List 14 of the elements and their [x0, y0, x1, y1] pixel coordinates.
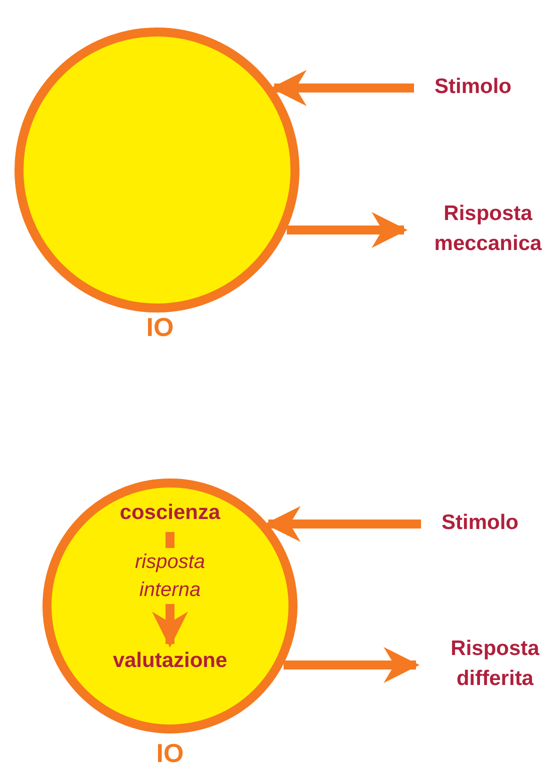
node-caption: IO — [155, 738, 185, 769]
node-caption: IO — [145, 312, 175, 343]
node-label: Stimolo — [434, 74, 512, 100]
circle-shape — [14, 27, 300, 313]
arrow — [270, 70, 414, 106]
node-label: valutazione — [112, 648, 228, 674]
node-label: Risposta differita — [450, 636, 540, 692]
arrow — [264, 506, 421, 542]
arrow — [286, 212, 408, 248]
circle-shape — [42, 478, 298, 734]
node-label: Risposta meccanica — [433, 201, 543, 257]
node-label: Stimolo — [440, 510, 520, 536]
arrow — [284, 647, 420, 683]
node-label: coscienza — [118, 500, 222, 526]
